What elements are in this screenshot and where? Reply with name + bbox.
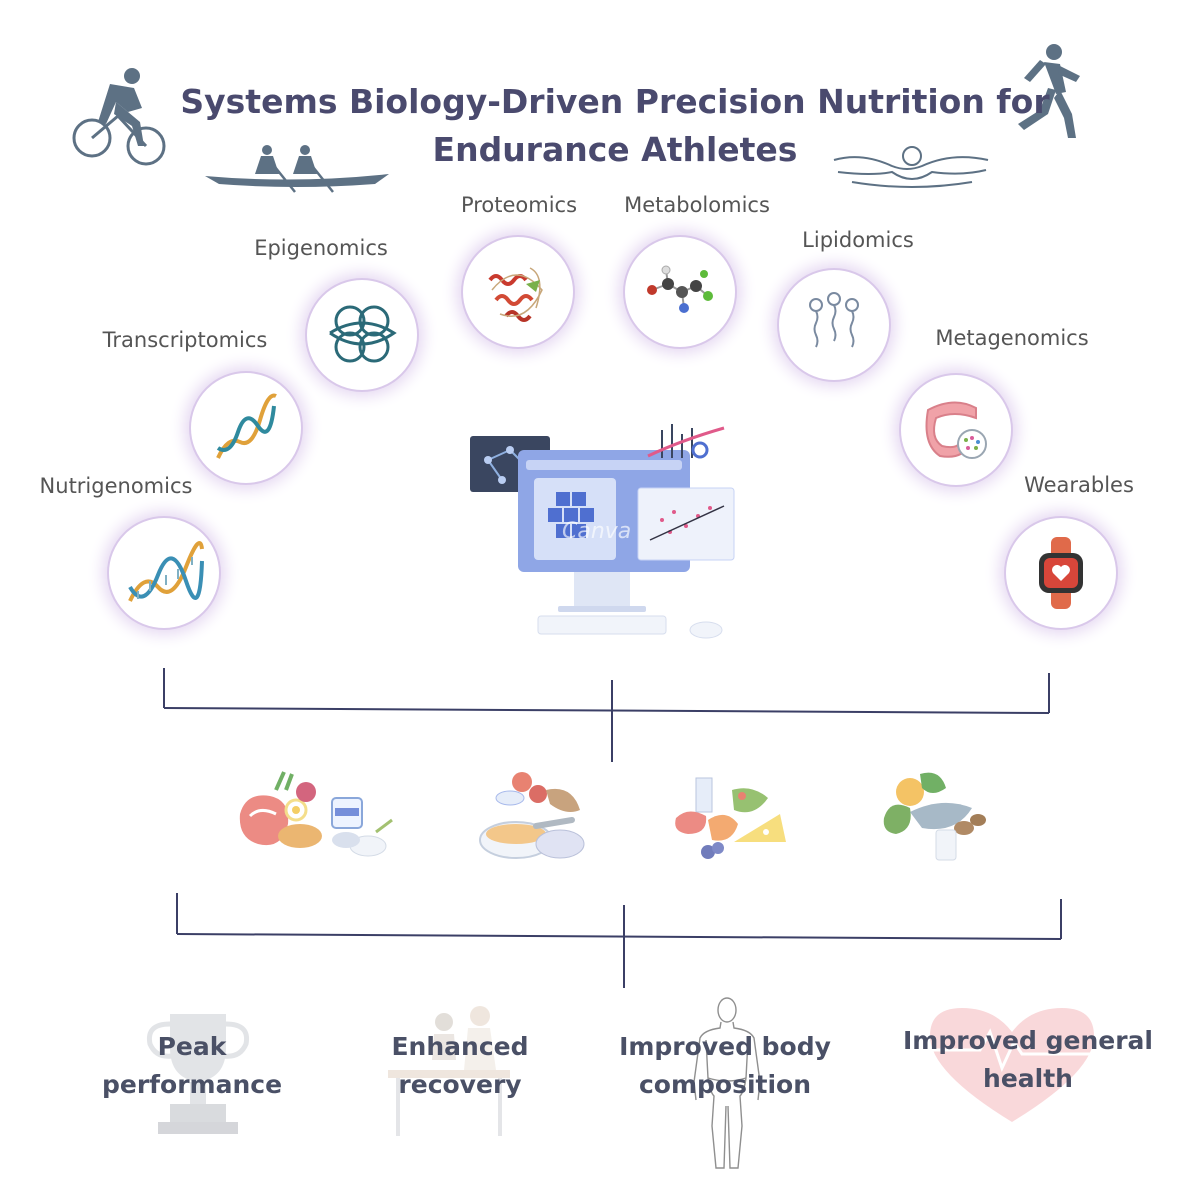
lipidomics-circle [779, 270, 889, 380]
diagram-title: Systems Biology-Driven Precision Nutriti… [150, 78, 1080, 174]
nutrigenomics-circle [109, 518, 219, 628]
rowers-icon [205, 145, 389, 193]
greens-food-icon [883, 772, 986, 861]
outcome-improved-general-health: Improved general health [903, 1026, 1153, 1093]
protein-structure-icon [488, 267, 543, 322]
metagenomics-circle [901, 375, 1011, 485]
meal-food-icon [479, 772, 585, 859]
label-lipidomics: Lipidomics [802, 228, 914, 252]
molecule-icon [647, 265, 713, 313]
title-line-1: Systems Biology-Driven Precision Nutriti… [180, 82, 1050, 121]
swimmer-icon [833, 146, 989, 188]
outcome-improved-body-composition: Improved body composition [619, 1032, 831, 1099]
outcome-enhanced-recovery: Enhanced recovery [391, 1032, 529, 1099]
rna-strand-icon [216, 393, 277, 459]
nucleosome-icon [329, 305, 397, 363]
proteomics-circle [463, 237, 573, 347]
canva-watermark: Canva [562, 519, 631, 544]
smartwatch-icon [1039, 537, 1083, 609]
metabolomics-circle [625, 237, 735, 347]
recovery-icon [388, 1006, 510, 1136]
protein-food-icon [239, 771, 393, 857]
analytics-computer-illustration: Canva [470, 424, 735, 639]
label-metabolomics: Metabolomics [624, 193, 770, 217]
monitor-stand [574, 572, 630, 608]
body-silhouette-icon [693, 997, 761, 1169]
dairy-food-icon [675, 777, 786, 859]
runner-icon [1018, 44, 1080, 138]
label-epigenomics: Epigenomics [254, 236, 388, 260]
cyclist-icon [72, 68, 166, 166]
label-transcriptomics: Transcriptomics [102, 328, 268, 352]
label-proteomics: Proteomics [460, 193, 578, 217]
label-metagenomics: Metagenomics [935, 326, 1089, 350]
title-line-2: Endurance Athletes [432, 130, 798, 169]
trophy-icon [146, 1014, 250, 1134]
label-wearables: Wearables [1024, 473, 1134, 497]
wearables-circle [1006, 518, 1116, 628]
label-nutrigenomics: Nutrigenomics [39, 474, 193, 498]
dna-helix-icon [128, 541, 204, 602]
epigenomics-circle [307, 280, 417, 390]
mouse [689, 621, 723, 639]
lipid-molecule-icon [809, 292, 859, 348]
gut-microbiome-icon [925, 401, 987, 459]
keyboard [537, 615, 667, 635]
transcriptomics-circle [191, 373, 301, 483]
heart-icon [926, 1008, 1100, 1122]
outcome-peak-performance: Peak performance [101, 1032, 283, 1099]
